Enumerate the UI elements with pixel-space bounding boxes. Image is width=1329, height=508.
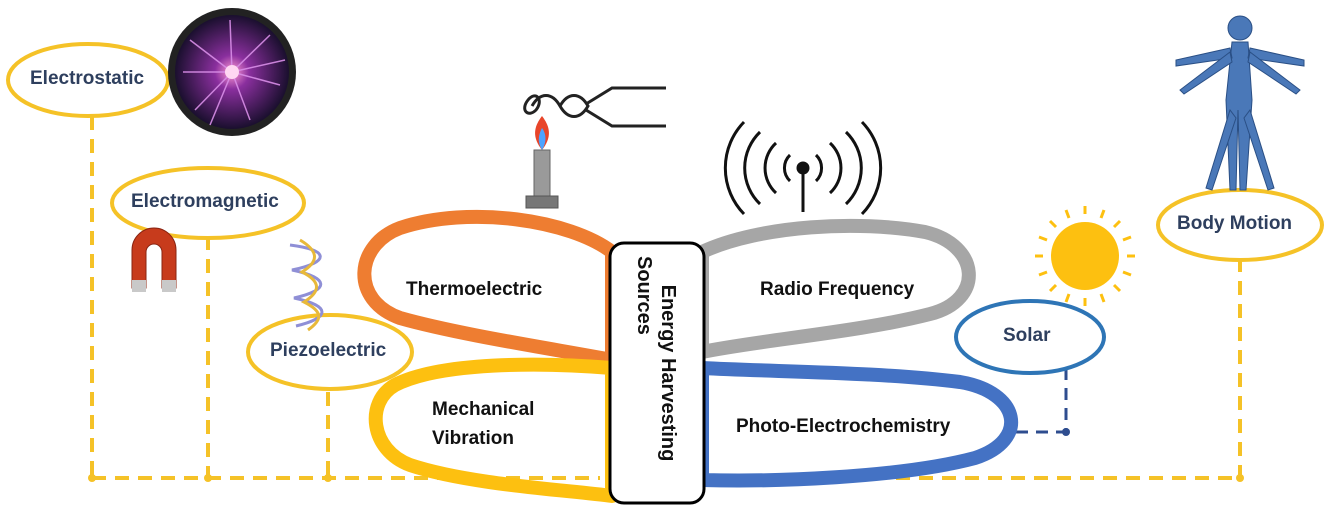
photo-electrochemistry-petal [695, 361, 1019, 488]
solar-bubble [954, 299, 1106, 375]
mechanical-label-line1: Mechanical [432, 399, 535, 420]
photo-electrochemistry-label: Photo-Electrochemistry [736, 416, 951, 437]
piezo-spiral-icon [289, 238, 324, 332]
solar-connector [1016, 368, 1068, 434]
thermoelectric-label: Thermoelectric [406, 279, 543, 300]
mechanical-vibration-petal [368, 357, 619, 503]
radio-frequency-label: Radio Frequency [760, 279, 915, 300]
electromagnetic-bubble [110, 166, 306, 240]
electrostatic-label: Electrostatic [30, 68, 145, 89]
center-title-line1: Energy Harvesting [657, 284, 679, 462]
thermocouple-flame-icon [523, 86, 666, 209]
antenna-waves-icon [723, 120, 883, 216]
sun-icon [1035, 206, 1135, 306]
piezoelectric-bubble [246, 313, 414, 391]
electrostatic-bubble [6, 42, 170, 118]
solar-label: Solar [1003, 325, 1051, 346]
thermoelectric-petal [357, 209, 619, 367]
dashed-connectors [90, 116, 1242, 480]
center-title-line2: Sources [633, 256, 655, 335]
body-motion-label: Body Motion [1177, 213, 1293, 234]
electromagnetic-label: Electromagnetic [131, 191, 279, 212]
radio-frequency-petal [695, 218, 976, 359]
horseshoe-magnet-icon [131, 227, 177, 292]
center-title: Energy Harvesting Sources [608, 242, 704, 504]
plasma-ball-icon [168, 8, 296, 136]
center-box [608, 241, 706, 505]
mechanical-label-line2: Vibration [432, 428, 514, 449]
human-body-icon [1175, 15, 1305, 191]
piezoelectric-label: Piezoelectric [270, 340, 387, 361]
